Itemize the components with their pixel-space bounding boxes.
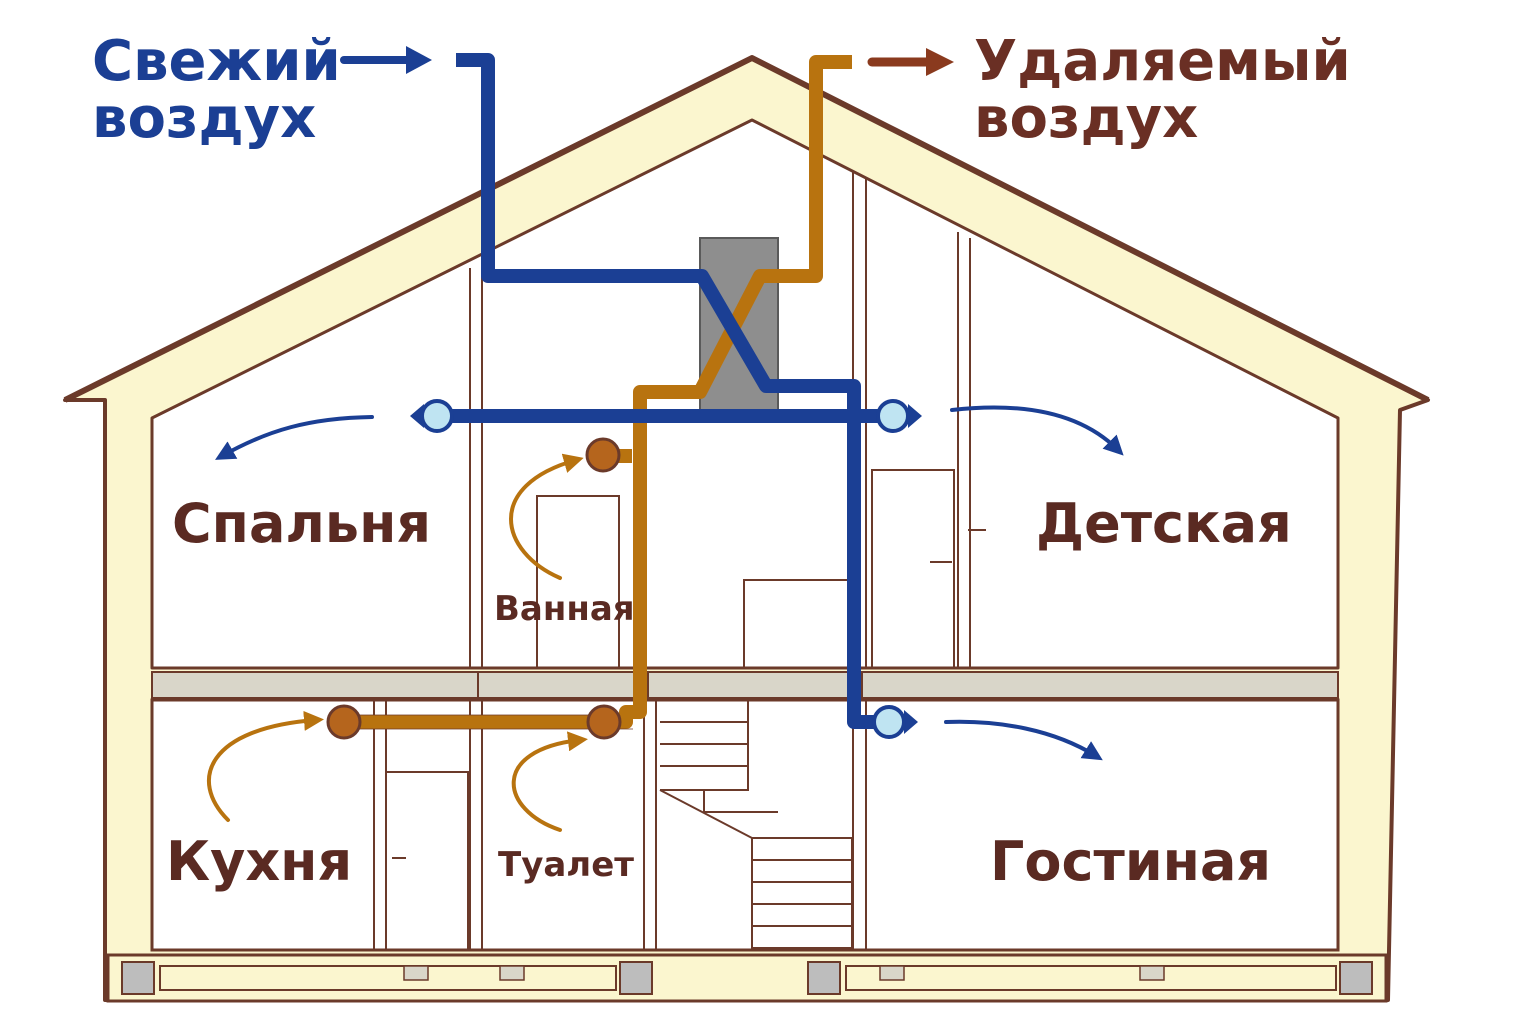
room-label-toilet: Туалет (498, 845, 634, 885)
exhaust-grille-toilet (586, 704, 622, 740)
ground-floor-cavity (150, 698, 1340, 952)
exhaust-main-duct (340, 55, 852, 729)
staircase (659, 699, 853, 949)
fresh-air-label-line2: воздух (92, 86, 316, 151)
room-label-kids-room: Детская (1036, 492, 1292, 555)
fresh-intake-duct (456, 53, 876, 729)
floor-slab (151, 671, 1339, 699)
room-label-living-room: Гостиная (990, 830, 1271, 893)
kitchen-flow-arrow-icon (207, 710, 324, 822)
bedroom-flow-arrow-icon (215, 415, 374, 460)
flow-arrows (207, 46, 1124, 832)
foundation (106, 953, 1388, 1003)
exhaust-grille-kitchen (326, 704, 362, 740)
kids-room-flow-arrow-icon (950, 405, 1124, 456)
exhaust-grille-bathroom (585, 437, 621, 473)
toilet-flow-arrow-icon (511, 731, 588, 832)
fresh-air-duct-system (440, 53, 880, 729)
exhaust-air-label-line2: воздух (974, 86, 1198, 151)
supply-diffuser-bedroom (410, 399, 454, 433)
living-room-flow-arrow-icon (944, 719, 1103, 761)
room-label-bathroom: Ванная (494, 589, 635, 629)
room-label-kitchen: Кухня (166, 830, 352, 893)
supply-diffuser-living-room (872, 705, 918, 739)
bathroom-flow-arrow-icon (509, 453, 584, 580)
exhaust-air-label-line1: Удаляемый (974, 29, 1351, 94)
fresh-air-label-line1: Свежий (92, 29, 341, 94)
supply-diffuser-kids-room (876, 399, 922, 433)
room-label-bedroom: Спальня (172, 492, 431, 555)
roof-line (63, 55, 1430, 403)
